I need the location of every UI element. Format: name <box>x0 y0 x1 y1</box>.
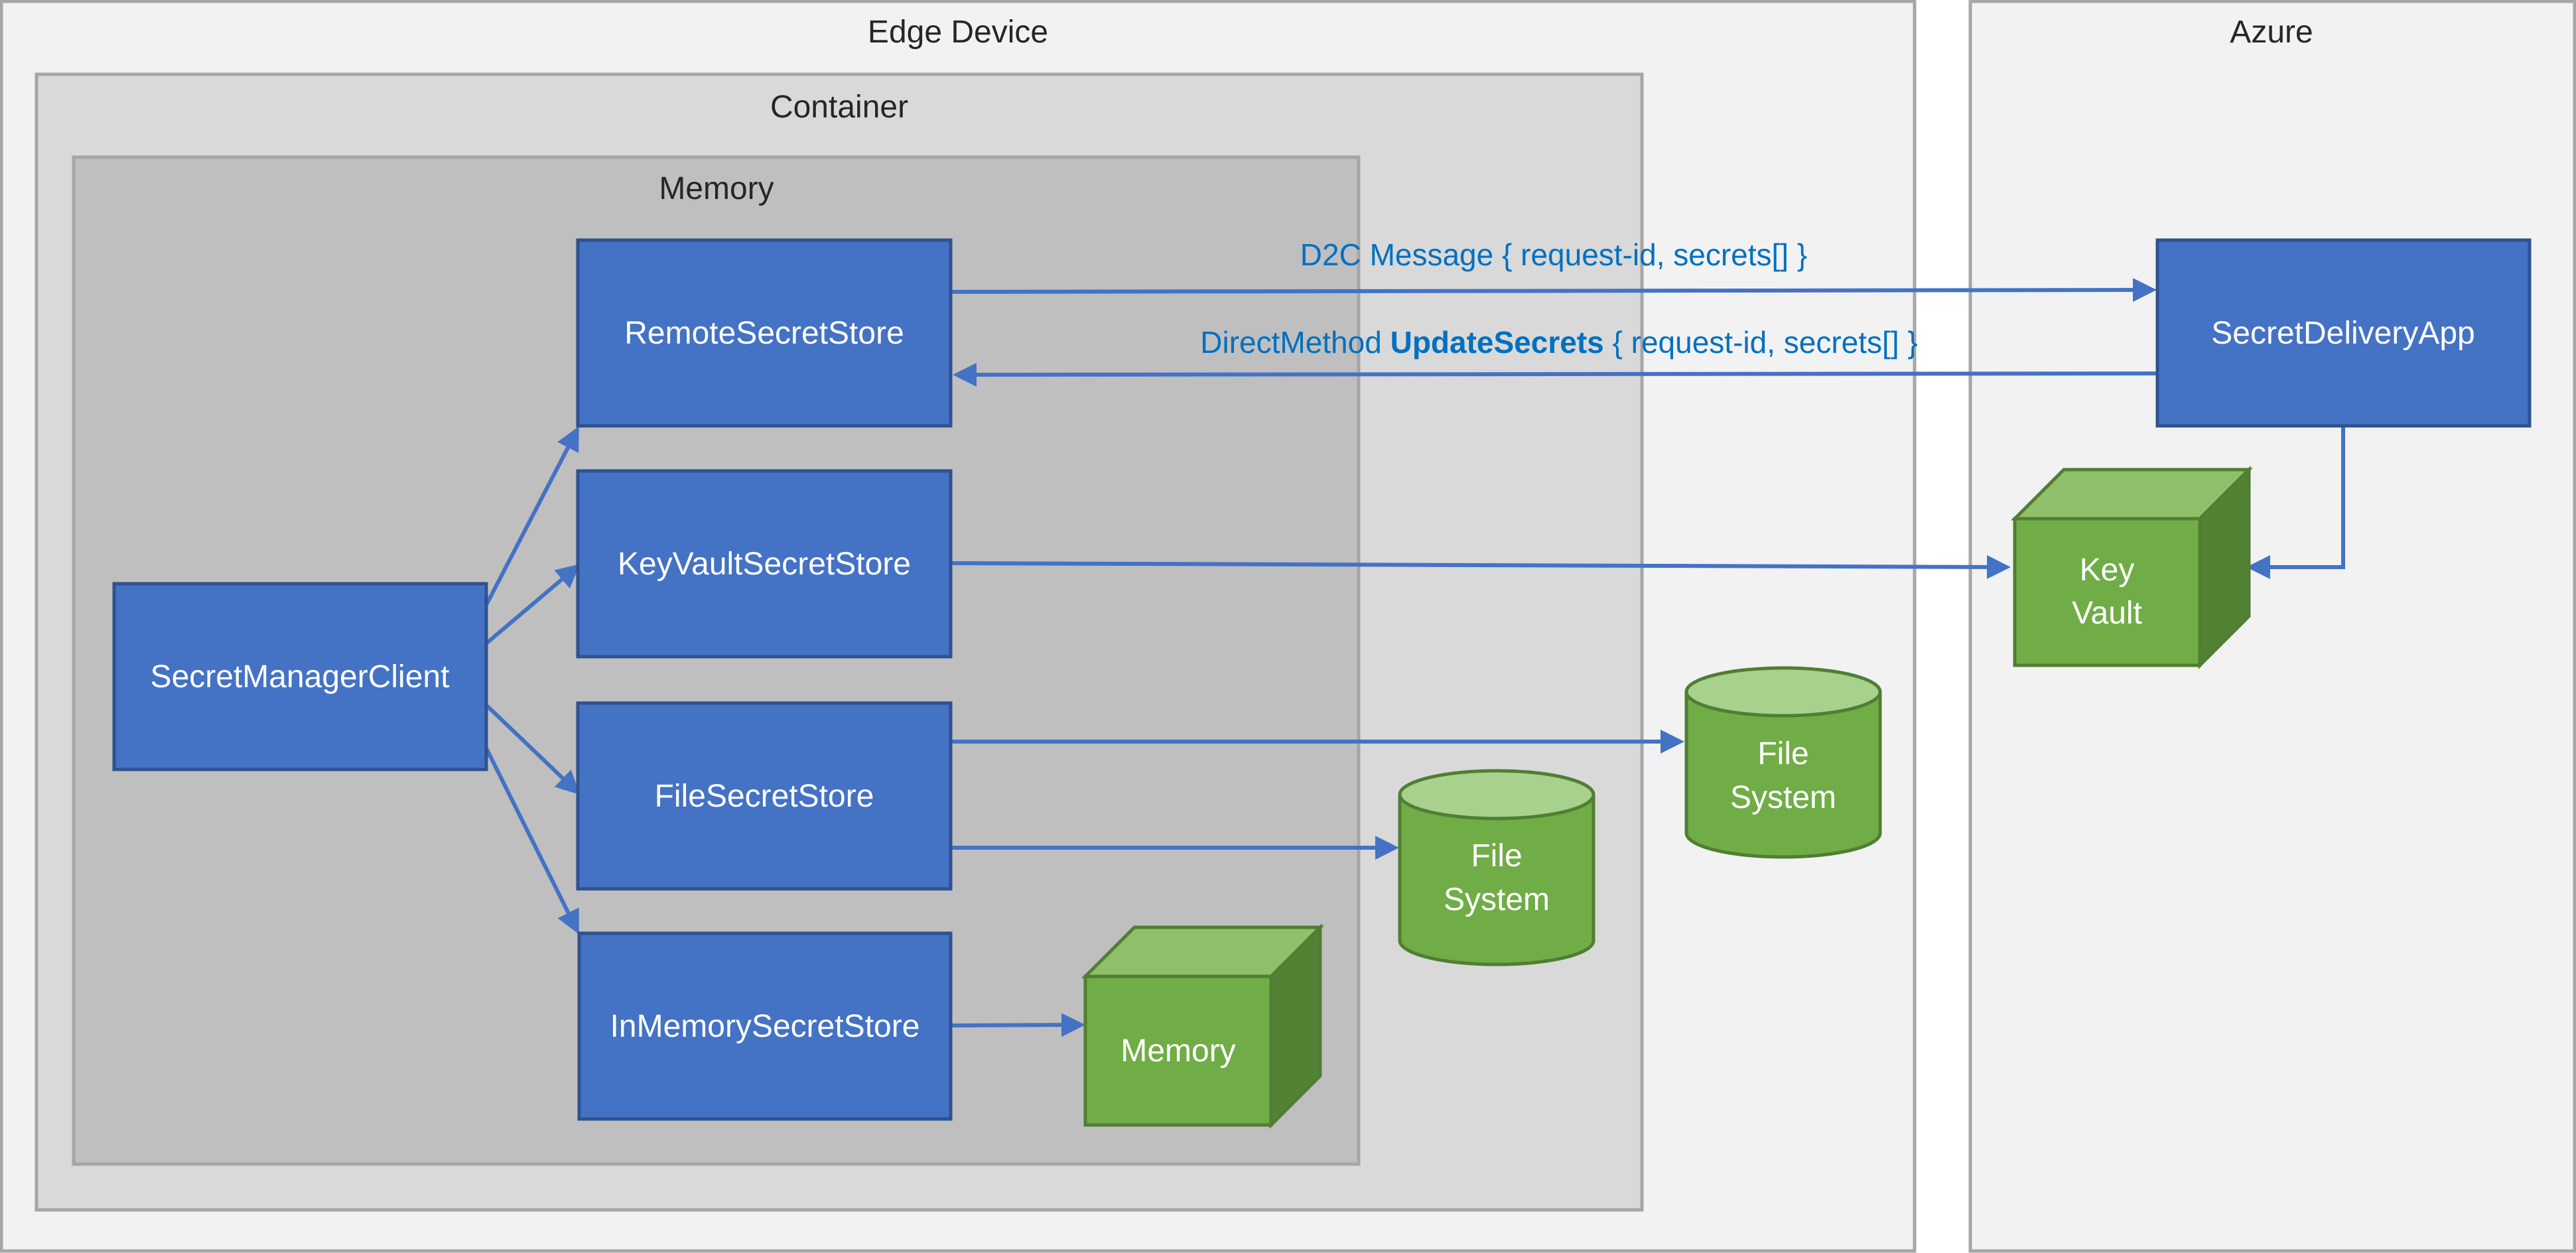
arrow-direct-method <box>953 362 2158 387</box>
arrow-client-to-inmemory <box>484 747 579 935</box>
arrow-d2c-message <box>950 278 2157 302</box>
file-system-outer-line1: File <box>1757 736 1808 771</box>
memory-cube-label: Memory <box>1120 1033 1235 1069</box>
memory-cube: Memory <box>1081 923 1325 1130</box>
file-system-inner-line1: File <box>1471 838 1522 874</box>
memory-label: Memory <box>659 171 774 206</box>
key-vault-label-line2: Vault <box>2072 596 2142 631</box>
node-secret-delivery-app[interactable]: SecretDeliveryApp <box>2155 238 2532 428</box>
node-inmemory-secret-store[interactable]: InMemorySecretStore <box>577 931 953 1121</box>
node-secret-manager-client-label: SecretManagerClient <box>151 659 450 694</box>
arrow-delivery-app-to-keyvault <box>2246 427 2345 579</box>
node-keyvault-secret-store[interactable]: KeyVaultSecretStore <box>576 469 953 659</box>
node-file-secret-store-label: FileSecretStore <box>655 779 874 814</box>
azure-label: Azure <box>2230 15 2313 50</box>
direct-method-name: UpdateSecrets <box>1390 325 1604 360</box>
node-secret-manager-client[interactable]: SecretManagerClient <box>112 582 488 771</box>
file-system-inner-line2: System <box>1444 882 1550 917</box>
container-label: Container <box>770 90 908 125</box>
arrow-client-to-remote <box>484 426 579 606</box>
file-system-cylinder-outer: File System <box>1684 666 1882 859</box>
connections <box>484 278 2345 1037</box>
node-keyvault-secret-store-label: KeyVaultSecretStore <box>618 547 911 582</box>
key-vault-label-line1: Key <box>2080 553 2135 588</box>
node-remote-secret-store-label: RemoteSecretStore <box>624 316 904 351</box>
direct-method-suffix: { request-id, secrets[] } <box>1604 325 1918 360</box>
direct-method-label: DirectMethod UpdateSecrets { request-id,… <box>1200 325 1918 360</box>
file-system-outer-line2: System <box>1730 780 1836 815</box>
key-vault-cube: Key Vault <box>2010 465 2254 670</box>
arrow-client-to-file <box>484 703 580 795</box>
d2c-message-label: D2C Message { request-id, secrets[] } <box>1300 237 1807 272</box>
node-inmemory-secret-store-label: InMemorySecretStore <box>610 1009 920 1044</box>
direct-method-prefix: DirectMethod <box>1200 325 1390 360</box>
arrow-keyvault-store-to-keyvault <box>950 555 2011 579</box>
arrow-client-to-keyvault <box>485 564 580 645</box>
file-system-cylinder-inner: File System <box>1398 769 1595 966</box>
edge-device-label: Edge Device <box>868 15 1048 50</box>
node-file-secret-store[interactable]: FileSecretStore <box>576 701 953 891</box>
node-remote-secret-store[interactable]: RemoteSecretStore <box>576 238 953 428</box>
node-secret-delivery-app-label: SecretDeliveryApp <box>2211 316 2475 351</box>
